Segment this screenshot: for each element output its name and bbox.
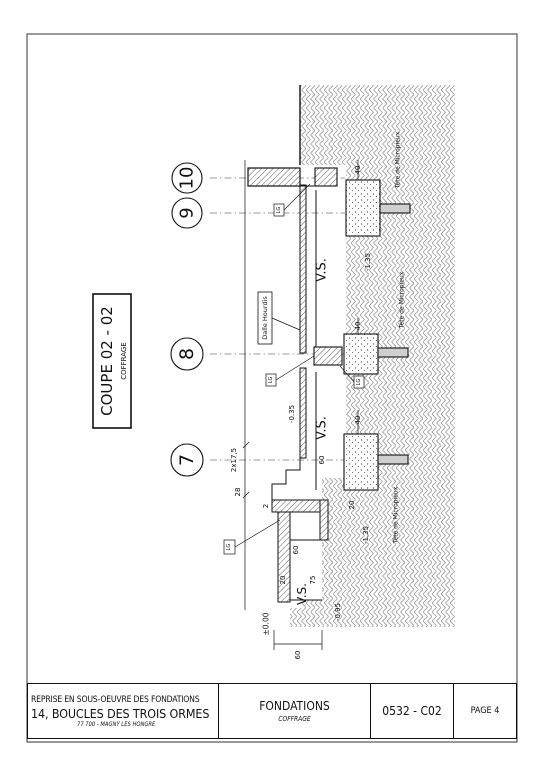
project-line-1: REPRISE EN SOUS-OEUVRE DES FONDATIONS	[31, 694, 200, 705]
lg-tag-4: LG	[223, 519, 281, 555]
svg-text:10: 10	[177, 167, 198, 190]
svg-text:-0.95: -0.95	[334, 603, 342, 621]
slab	[299, 184, 317, 490]
svg-text:LG: LG	[268, 377, 274, 384]
pile-cap-mid	[343, 333, 409, 375]
page-number: PAGE 4	[470, 706, 500, 716]
svg-text:60: 60	[292, 546, 300, 555]
wall-top	[247, 167, 301, 187]
lg-tag-3: LG	[339, 365, 365, 389]
code-cell: 0532 - C02	[371, 684, 454, 738]
dimension-texts: 2x17,5 28 2 60 60 20 75 60 20 40 40 40	[230, 166, 362, 660]
drawing-code: 0532 - C02	[382, 704, 442, 718]
svg-text:75: 75	[309, 576, 317, 585]
lg-tag-1: LG	[273, 183, 311, 217]
svg-text:40: 40	[354, 322, 362, 331]
section-sub: COFFRAGE	[278, 715, 311, 723]
section-cell: FONDATIONS COFFRAGE	[219, 684, 371, 738]
project-cell: REPRISE EN SOUS-OEUVRE DES FONDATIONS 14…	[28, 684, 219, 738]
svg-text:-1.35: -1.35	[364, 253, 372, 271]
svg-text:28: 28	[234, 488, 242, 497]
dimension-lines	[242, 160, 359, 650]
axis-bubble-10: 10	[171, 162, 203, 194]
lg-tag-2: LG	[265, 355, 315, 387]
pile-cap-top	[345, 179, 411, 237]
svg-text:9: 9	[177, 207, 198, 218]
svg-text:40: 40	[354, 166, 362, 175]
svg-text:Tête de Micropieux: Tête de Micropieux	[395, 131, 402, 189]
page-cell: PAGE 4	[454, 684, 516, 738]
svg-text:40: 40	[354, 416, 362, 425]
vs-label-1: V.S.	[315, 258, 330, 282]
axis-bubble-7: 7	[170, 443, 204, 477]
svg-text:60: 60	[318, 456, 326, 465]
project-line-2: 14, BOUCLES DES TROIS ORMES	[31, 705, 210, 721]
sheet-frame	[26, 33, 518, 743]
vs-label-3: V.S.	[295, 583, 309, 605]
svg-text:-0.35: -0.35	[288, 405, 296, 423]
axis-bubble-8: 8	[170, 337, 204, 371]
svg-text:LG: LG	[356, 379, 362, 386]
svg-text:2x17,5: 2x17,5	[230, 448, 238, 472]
svg-text:COFFRAGE: COFFRAGE	[120, 342, 128, 380]
beam-axis-8	[313, 346, 343, 366]
svg-text:60: 60	[294, 651, 302, 660]
svg-text:±0.00: ±0.00	[262, 612, 271, 635]
project-line-3: 77 700 - MAGNY LES HONGRE	[77, 721, 156, 728]
section-title: COUPE 02 - 02 COFFRAGE	[92, 293, 132, 429]
tete-labels: Tête de Micropieux Tête de Micropieux Tê…	[393, 131, 406, 544]
svg-text:Tête de Micropieux: Tête de Micropieux	[393, 486, 400, 544]
section-name: FONDATIONS	[259, 699, 330, 713]
svg-text:8: 8	[176, 348, 198, 360]
svg-text:Tête de Micropieux: Tête de Micropieux	[399, 271, 406, 329]
svg-text:LG: LG	[226, 544, 232, 551]
svg-text:COUPE 02 - 02: COUPE 02 - 02	[98, 306, 116, 416]
svg-text:20: 20	[348, 501, 356, 510]
vs-label-2: V.S.	[315, 416, 330, 440]
level-annotations: ±0.00 -0.35 -0.95 -1.35 -1.35	[262, 253, 373, 636]
svg-text:7: 7	[176, 454, 198, 466]
stairs	[271, 455, 329, 603]
svg-text:Dalle Hourdis: Dalle Hourdis	[261, 296, 269, 340]
pile-cap-bottom	[343, 433, 409, 491]
dalle-callout: Dalle Hourdis	[257, 291, 301, 345]
svg-text:20: 20	[279, 576, 287, 585]
svg-text:-1.35: -1.35	[362, 526, 370, 544]
svg-text:2: 2	[262, 504, 270, 508]
title-block: REPRISE EN SOUS-OEUVRE DES FONDATIONS 14…	[27, 683, 517, 739]
svg-text:LG: LG	[276, 207, 282, 214]
axis-bubble-9: 9	[171, 197, 203, 229]
